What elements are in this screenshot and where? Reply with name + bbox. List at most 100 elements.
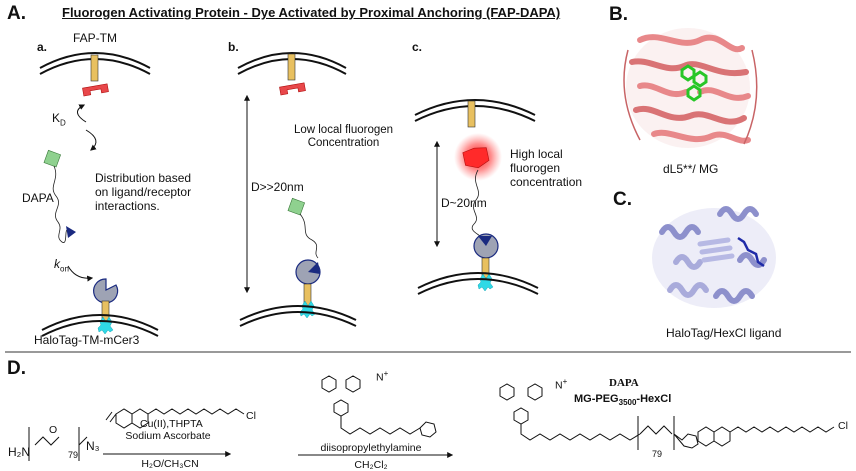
helix-1 [659, 224, 701, 240]
sub-panel-a-diagram [39, 52, 159, 337]
panel-b-letter: B. [609, 4, 628, 25]
halotag-pacman [93, 278, 119, 304]
helix-6 [713, 288, 755, 304]
mg-n-reagent: N [376, 371, 384, 384]
bottom-membrane-c-outer [417, 272, 539, 289]
top-membrane-b-outer [237, 52, 347, 69]
beta-strand-6 [651, 129, 751, 144]
dapa-peg-linker [52, 165, 69, 243]
reactant-repeat-79: 79 [68, 450, 79, 460]
mg-plus-reagent: + [383, 369, 389, 378]
fap-protein-shape-b [279, 82, 306, 96]
distance-near-label: D~20nm [441, 196, 487, 210]
dl5-mg-protein-structure [623, 28, 758, 148]
loop-right [743, 49, 758, 145]
high-concentration-text: High local fluorogen concentration [510, 147, 583, 189]
kon-sub: on [60, 264, 69, 274]
beta-strand-5 [633, 105, 747, 125]
fap-protein-shape [82, 83, 109, 97]
step1-reagent-1: Cu(II),THPTA [140, 418, 203, 430]
bottom-membrane-c-inner [417, 278, 539, 295]
dapa-peg-linker-c [471, 169, 481, 237]
panel-c-letter: C. [613, 189, 632, 210]
dapa-fluorogen-square [43, 149, 62, 168]
kd-arrow-up [77, 104, 87, 123]
product-name-end: -HexCl [636, 393, 672, 405]
mg-n-plus-product: N+ [555, 377, 567, 392]
nhs-ring [419, 421, 437, 438]
activated-fap-complex [462, 147, 490, 169]
mg-rings-product [499, 383, 543, 425]
step2-solvent: CH₂Cl₂ [354, 459, 388, 471]
nhs-linker [340, 416, 421, 435]
dapa-anchor-triangle [66, 226, 76, 238]
bottom-membrane-b-outer [239, 305, 357, 321]
hexcl-ligand [737, 236, 765, 268]
loop-left [623, 49, 641, 141]
beta-strand-4 [697, 87, 751, 101]
distance-far-label: D>>20nm [251, 180, 304, 194]
synthesis-scheme [28, 375, 835, 461]
beta-strand-2 [629, 58, 749, 77]
sub-panel-b-letter: b. [228, 40, 239, 54]
panel-a-title: Fluorogen Activating Protein - Dye Activ… [62, 5, 561, 20]
product-dapa-label: DAPA [609, 377, 639, 389]
mg-rings-reagent [321, 375, 361, 417]
mg-n-product: N [555, 379, 563, 392]
peg-brackets-reactant [28, 427, 80, 461]
product-peg-section [637, 416, 675, 450]
malachite-green-ligand [680, 64, 708, 102]
distribution-text: Distribution based on ligand/receptor in… [95, 171, 192, 213]
product-repeat-79: 79 [652, 449, 663, 459]
reactant-oxygen: O [49, 424, 58, 436]
product-name-main: MG-PEG [574, 393, 619, 405]
top-membrane-a-outer [39, 52, 151, 69]
panel-c-caption: HaloTag/HexCl ligand [666, 326, 782, 340]
sub-panel-b-diagram [237, 52, 357, 327]
coumarin-rings [115, 408, 149, 429]
product-chlorine: Cl [838, 420, 848, 432]
dapa-peg-linker-b [299, 213, 319, 259]
low-concentration-text: Low local fluorogen Concentration [293, 124, 394, 150]
beta-strand-1 [637, 34, 745, 53]
kon-main: k [54, 257, 60, 271]
alkyne-triple-bond [105, 411, 117, 423]
helix-5 [667, 282, 709, 298]
sub-panel-c-diagram [414, 99, 539, 295]
step1-reagent-2: Sodium Ascorbate [125, 430, 211, 442]
reactant-formula: H₂N [8, 445, 30, 460]
kd-sub: D [60, 118, 66, 128]
kon-arrow [67, 265, 94, 282]
kd-arrow-down [85, 129, 97, 151]
peg-bonds-reactant [34, 436, 60, 446]
helix-2 [717, 206, 759, 222]
fap-transmembrane-helix [90, 54, 99, 82]
anchor-bound-b [308, 262, 320, 274]
product-name-sub: 3500 [618, 398, 637, 408]
reactant-h2n: H₂N [8, 445, 30, 459]
beta-sheet-core [697, 237, 735, 263]
bottom-membrane-b-inner [239, 311, 357, 327]
product-name: MG-PEG3500-HexCl [574, 393, 671, 407]
reactant-azide: N₃ [86, 439, 100, 453]
bottom-membrane-a-inner [41, 320, 159, 337]
helix-3 [673, 254, 703, 270]
mg-plus-product: + [562, 377, 568, 386]
product-hexcl-chain [729, 426, 835, 433]
panel-b-caption: dL5**/ MG [663, 162, 719, 176]
halotag-label: HaloTag-TM-mCer3 [34, 333, 140, 347]
anchor-bound-c [478, 236, 492, 246]
panel-a-letter: A. [7, 3, 26, 24]
dapa-fluorogen-square-b [287, 197, 306, 216]
beta-strand-3 [637, 82, 689, 97]
kon-label: kon [54, 257, 69, 274]
reagent1-chlorine: Cl [246, 410, 256, 422]
mg-n-plus-reagent: N+ [376, 369, 388, 384]
sub-panel-c-letter: c. [412, 40, 423, 54]
panel-d-letter: D. [7, 358, 26, 379]
fap-transmembrane-helix-b [287, 53, 296, 81]
fap-tm-label: FAP-TM [73, 31, 117, 45]
product-coumarin [697, 426, 731, 447]
step2-reagent: diisopropylethylamine [320, 442, 422, 454]
